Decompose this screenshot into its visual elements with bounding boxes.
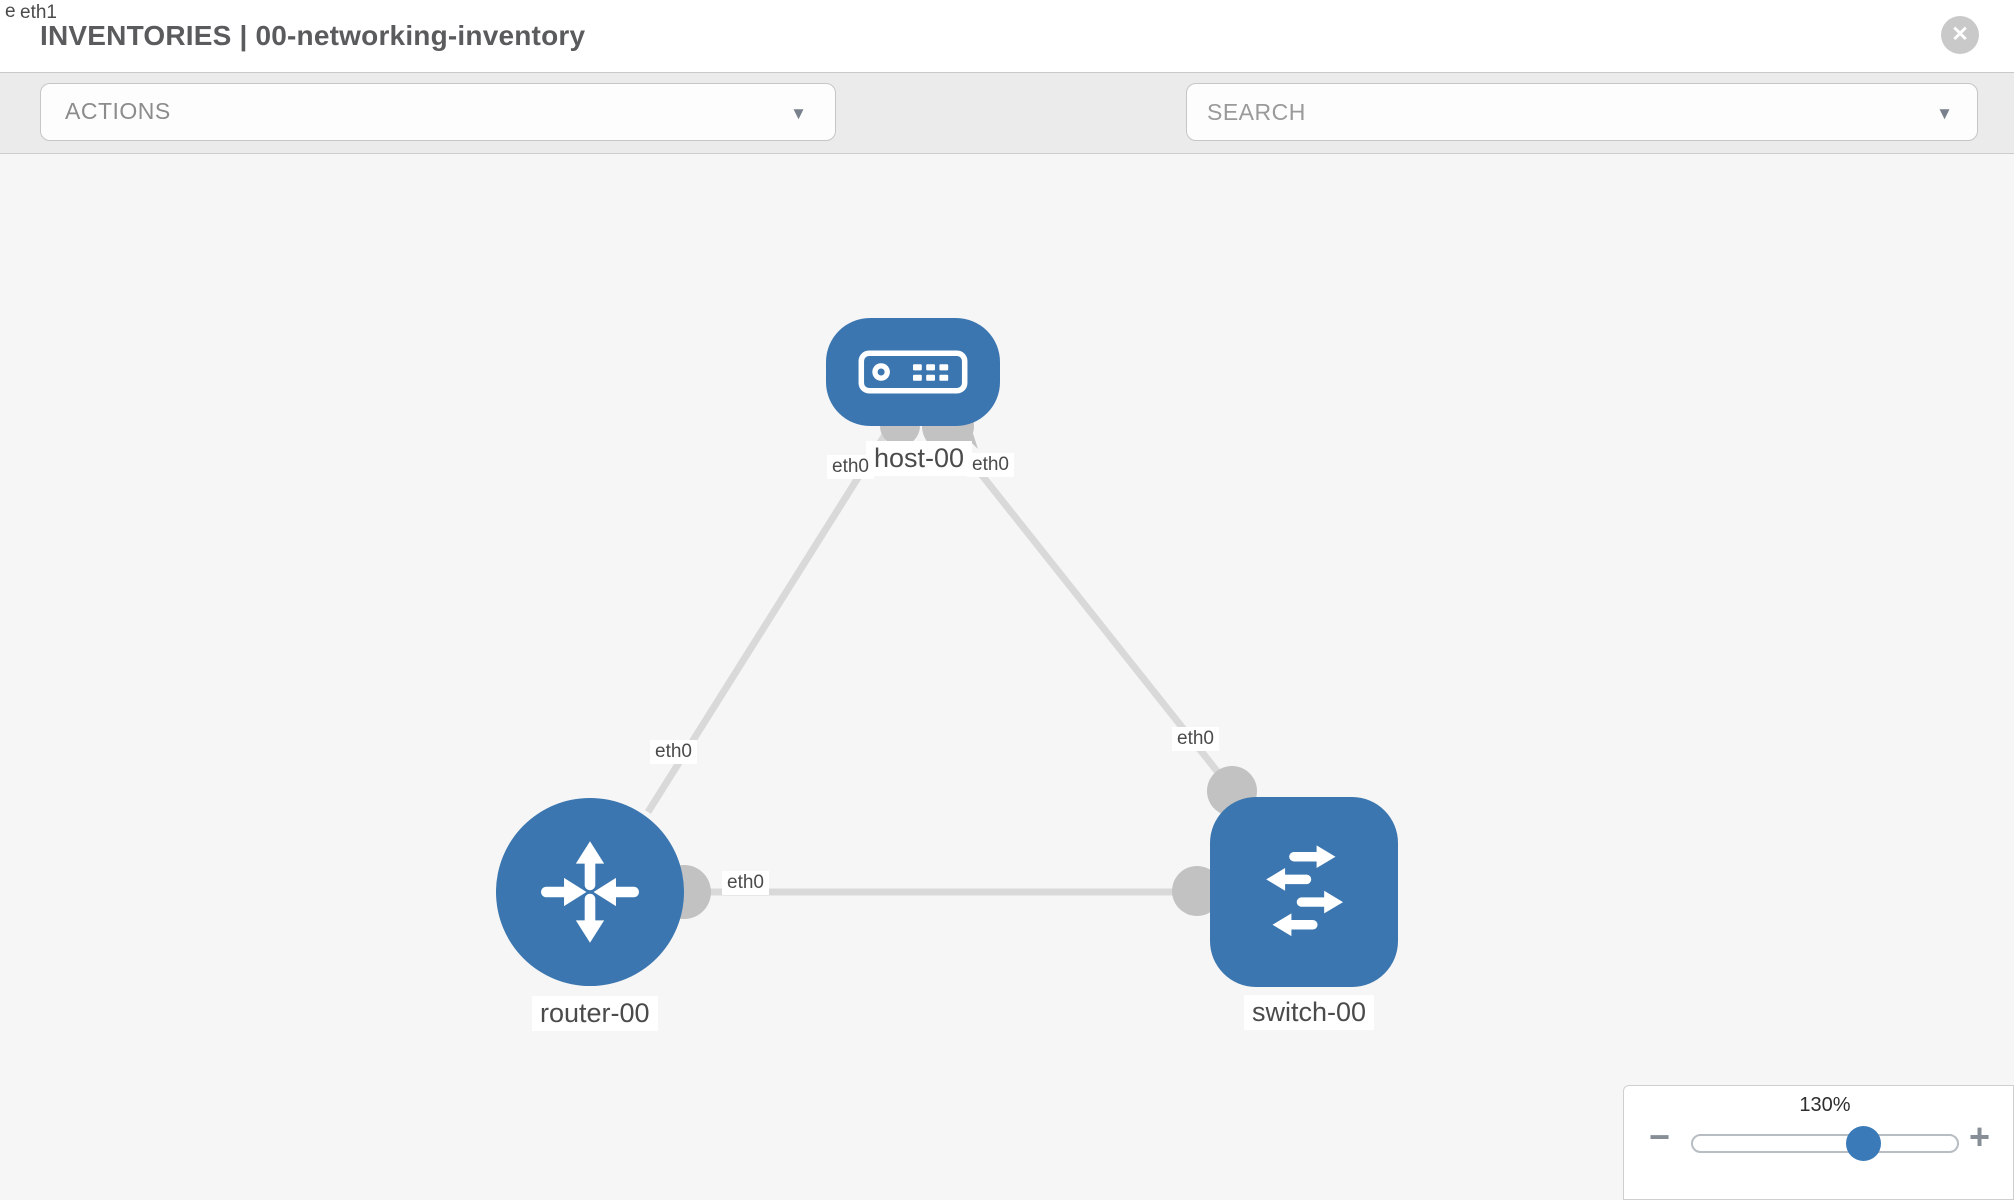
connector-dot-switch-eth1 <box>1172 866 1222 916</box>
switch-icon <box>1266 845 1344 937</box>
actions-dropdown[interactable]: ACTIONS ▼ <box>40 83 836 141</box>
node-router-00[interactable] <box>496 798 684 986</box>
iface-label-router-eth0-to-host: eth0 <box>650 740 697 764</box>
close-icon[interactable]: ✕ <box>1941 16 1979 54</box>
zoom-slider-track[interactable] <box>1691 1134 1959 1153</box>
iface-label-router-eth0-to-switch: eth0 <box>722 871 769 895</box>
search-input[interactable] <box>1207 90 1907 134</box>
node-host-00[interactable] <box>826 318 1000 426</box>
node-label-router-00: router-00 <box>532 996 658 1031</box>
chevron-down-icon: ▼ <box>790 104 807 123</box>
topology-canvas[interactable] <box>0 154 2014 1200</box>
chevron-down-icon: ▼ <box>1936 104 1953 123</box>
node-label-switch-00: switch-00 <box>1244 995 1375 1030</box>
actions-dropdown-label: ACTIONS <box>65 98 171 124</box>
toolbar: ACTIONS ▼ ▼ <box>0 72 2014 205</box>
page-title: INVENTORIES | 00-networking-inventory <box>40 20 586 51</box>
node-switch-00[interactable] <box>1210 797 1398 987</box>
zoom-control-panel: 130% − + <box>1623 1085 2014 1200</box>
router-icon <box>541 841 639 943</box>
zoom-out-button[interactable]: − <box>1649 1116 1671 1157</box>
iface-label-switch-eth1-to-router: eth1 <box>15 1 62 25</box>
iface-label-host-eth0-to-router: eth0 <box>827 455 874 479</box>
zoom-in-button[interactable]: + <box>1969 1116 1991 1157</box>
search-dropdown[interactable]: ▼ <box>1186 83 1978 141</box>
iface-label-host-eth0-to-switch: eth0 <box>967 453 1014 477</box>
modal-header: INVENTORIES | 00-networking-inventory ✕ <box>0 0 2014 72</box>
zoom-slider-thumb[interactable] <box>1846 1126 1881 1161</box>
zoom-level-value: 130% <box>1799 1094 1851 1116</box>
node-label-host-00: host-00 <box>866 441 973 476</box>
host-icon <box>858 350 968 394</box>
iface-label-switch-eth0-to-host: eth0 <box>1172 727 1219 751</box>
